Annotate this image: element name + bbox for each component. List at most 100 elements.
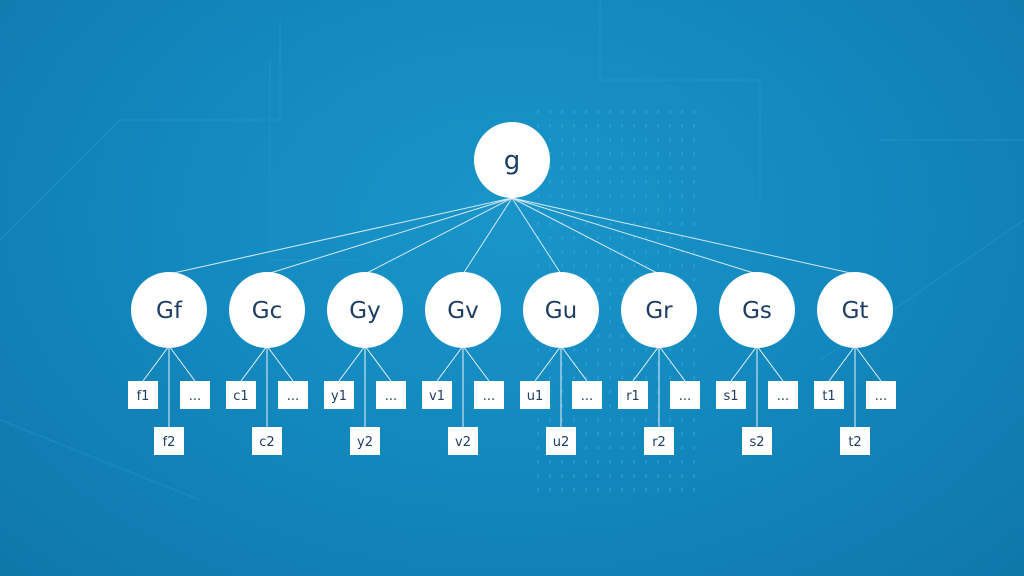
- indicator-box-gs-3: s2: [742, 427, 772, 455]
- indicator-box-label: ...: [777, 389, 789, 404]
- indicator-box-label: y1: [331, 389, 347, 404]
- indicator-box-gf-2: ...: [180, 381, 210, 409]
- connector-gs-item-1: [730, 345, 758, 382]
- connector-root-gv: [462, 197, 513, 275]
- connector-gt-item-1: [828, 345, 856, 382]
- connector-root-gr: [511, 197, 660, 275]
- indicator-box-label: u2: [553, 435, 570, 450]
- connectors: [142, 197, 882, 427]
- indicator-box-rect: [324, 381, 354, 409]
- indicator-box-label: f1: [137, 389, 150, 404]
- indicator-box-rect: [226, 381, 256, 409]
- indicator-box-rect: [520, 381, 550, 409]
- indicator-box-gv-2: ...: [474, 381, 504, 409]
- factor-node-label: Gs: [742, 298, 772, 324]
- factor-node-gf: Gf: [131, 272, 207, 348]
- indicator-box-gt-3: t2: [840, 427, 870, 455]
- factor-node-circle: [229, 272, 305, 348]
- factor-node-circle: [425, 272, 501, 348]
- indicator-box-label: t1: [822, 389, 835, 404]
- indicator-box-rect: [572, 381, 602, 409]
- indicator-box-rect: [716, 381, 746, 409]
- indicator-box-label: ...: [287, 389, 299, 404]
- connector-gy-item-2: [364, 345, 392, 382]
- indicator-box-label: v2: [455, 435, 471, 450]
- indicator-box-rect: [448, 427, 478, 455]
- indicator-box-gc-3: c2: [252, 427, 282, 455]
- connector-gu-item-2: [560, 345, 588, 382]
- indicator-box-label: r1: [626, 389, 640, 404]
- indicator-box-rect: [670, 381, 700, 409]
- connector-gy-item-1: [338, 345, 366, 382]
- connector-gu-item-1: [534, 345, 562, 382]
- factor-node-gt: Gt: [817, 272, 893, 348]
- connector-gs-item-2: [756, 345, 784, 382]
- indicator-box-rect: [252, 427, 282, 455]
- indicator-box-gr-2: ...: [670, 381, 700, 409]
- indicator-box-label: ...: [875, 389, 887, 404]
- indicator-box-gf-1: f1: [128, 381, 158, 409]
- indicator-box-label: f2: [163, 435, 176, 450]
- connector-gf-item-1: [142, 345, 170, 382]
- factor-node-label: Gv: [447, 298, 478, 324]
- indicator-box-rect: [128, 381, 158, 409]
- factor-node-gu: Gu: [523, 272, 599, 348]
- indicator-box-label: y2: [357, 435, 373, 450]
- factor-node-circle: [131, 272, 207, 348]
- connector-gv-item-1: [436, 345, 464, 382]
- indicator-box-rect: [840, 427, 870, 455]
- indicator-box-rect: [768, 381, 798, 409]
- factor-node-label: Gt: [842, 298, 869, 324]
- connector-root-gy: [364, 197, 513, 275]
- indicator-box-label: c1: [233, 389, 248, 404]
- connector-gc-item-2: [266, 345, 294, 382]
- root-node-circle: [474, 122, 550, 198]
- indicator-box-gc-1: c1: [226, 381, 256, 409]
- connector-root-gc: [266, 197, 513, 275]
- indicator-box-label: ...: [385, 389, 397, 404]
- indicator-box-gt-1: t1: [814, 381, 844, 409]
- indicator-box-gs-2: ...: [768, 381, 798, 409]
- connector-gv-item-2: [462, 345, 490, 382]
- indicator-box-gy-1: y1: [324, 381, 354, 409]
- factor-node-label: Gy: [349, 298, 380, 324]
- indicator-box-label: v1: [429, 389, 445, 404]
- indicator-box-rect: [618, 381, 648, 409]
- factor-node-circle: [327, 272, 403, 348]
- indicator-box-rect: [866, 381, 896, 409]
- indicator-box-gr-3: r2: [644, 427, 674, 455]
- factor-node-circle: [621, 272, 697, 348]
- indicator-box-gc-2: ...: [278, 381, 308, 409]
- indicator-box-gu-2: ...: [572, 381, 602, 409]
- root-node: g: [474, 122, 550, 198]
- root-node-label: g: [504, 146, 521, 176]
- factor-node-label: Gu: [545, 298, 577, 324]
- indicator-box-rect: [742, 427, 772, 455]
- indicator-box-gv-1: v1: [422, 381, 452, 409]
- indicator-box-gu-3: u2: [546, 427, 576, 455]
- factor-node-gy: Gy: [327, 272, 403, 348]
- factor-node-circle: [719, 272, 795, 348]
- indicator-box-rect: [350, 427, 380, 455]
- indicator-box-label: t2: [848, 435, 861, 450]
- factor-node-circle: [523, 272, 599, 348]
- indicator-box-gf-3: f2: [154, 427, 184, 455]
- connector-gc-item-1: [240, 345, 268, 382]
- indicator-box-rect: [474, 381, 504, 409]
- indicator-box-rect: [278, 381, 308, 409]
- indicator-box-label: s2: [749, 435, 764, 450]
- factor-node-label: Gf: [156, 298, 183, 324]
- factor-node-label: Gc: [252, 298, 282, 324]
- indicator-box-label: ...: [483, 389, 495, 404]
- indicator-box-gv-3: v2: [448, 427, 478, 455]
- indicator-box-label: r2: [652, 435, 666, 450]
- indicator-box-rect: [154, 427, 184, 455]
- indicator-box-gt-2: ...: [866, 381, 896, 409]
- indicator-box-rect: [180, 381, 210, 409]
- indicator-box-label: ...: [189, 389, 201, 404]
- indicator-box-label: s1: [723, 389, 738, 404]
- indicator-box-label: c2: [259, 435, 274, 450]
- factor-node-circle: [817, 272, 893, 348]
